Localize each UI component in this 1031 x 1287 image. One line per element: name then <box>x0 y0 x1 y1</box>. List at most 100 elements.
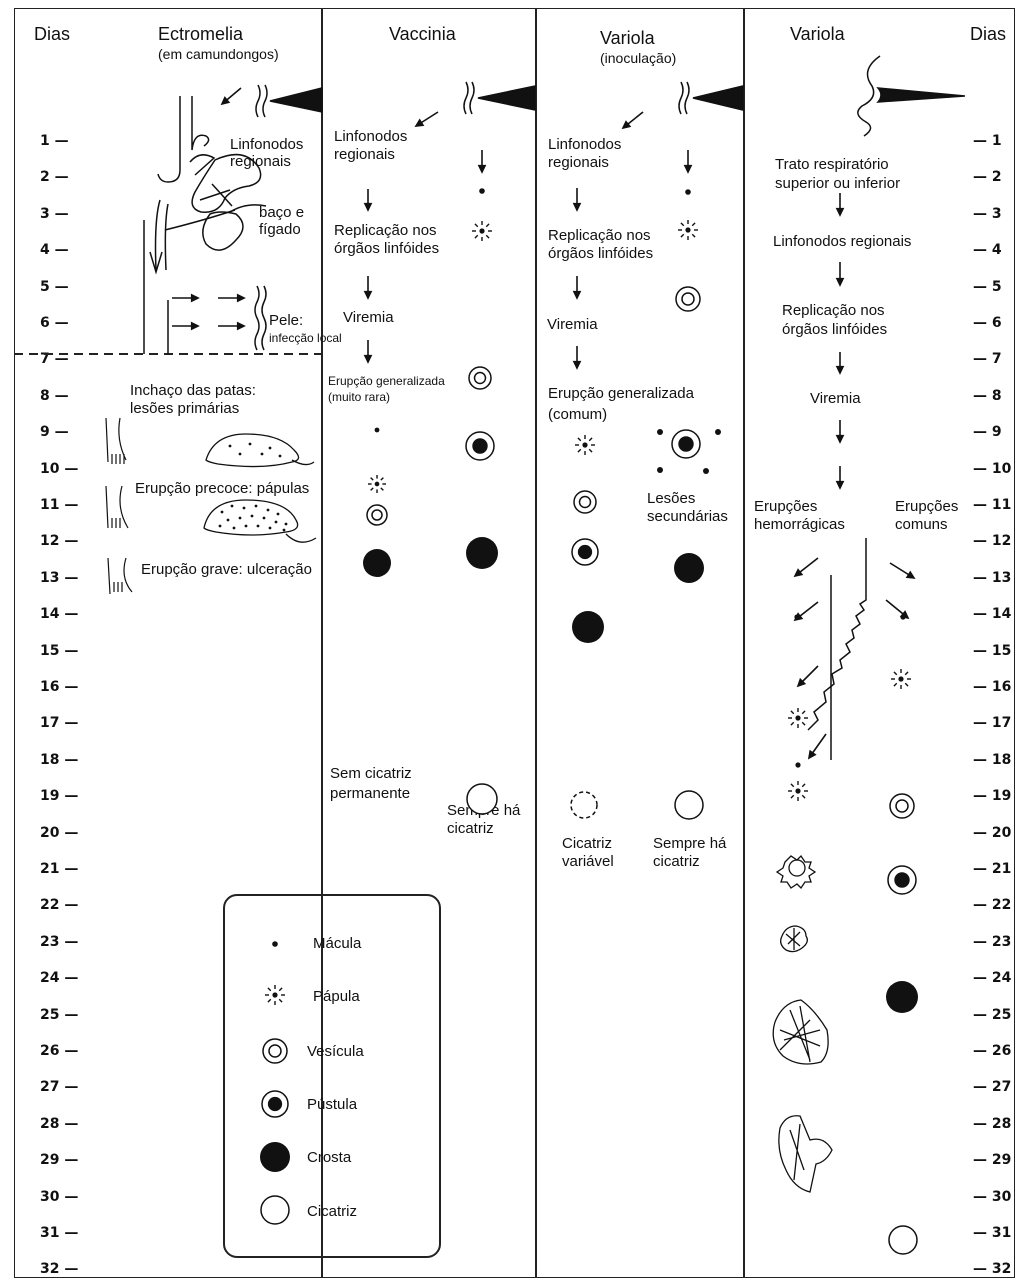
crosta-symbol <box>674 553 704 583</box>
papula-symbol <box>788 708 808 728</box>
cicatriz-symbol <box>261 1196 289 1224</box>
mouse-dot <box>229 445 232 448</box>
macula-symbol <box>900 614 905 619</box>
mouse-dot <box>285 523 288 526</box>
crosta-symbol <box>572 611 604 643</box>
mouse-dot <box>231 505 234 508</box>
mouse-dot <box>233 527 236 530</box>
vesicula-symbol <box>263 1039 287 1063</box>
papula-symbol <box>575 435 595 455</box>
mouse-dot <box>261 453 264 456</box>
mouse-dot <box>239 453 242 456</box>
arrow <box>218 323 244 329</box>
papula-symbol <box>368 475 386 493</box>
macula-symbol <box>657 467 663 473</box>
crosta-symbol <box>260 1142 290 1172</box>
arrow <box>837 352 843 373</box>
mouse-dot <box>263 517 266 520</box>
arrow <box>365 189 371 210</box>
pustula-symbol <box>466 432 494 460</box>
ectromelia-foot-sketch <box>106 418 132 594</box>
mouse-dot <box>275 521 278 524</box>
macula-symbol <box>795 762 800 767</box>
arrow <box>574 188 580 210</box>
cicatriz-symbol <box>675 791 703 819</box>
macula-symbol <box>657 429 663 435</box>
papula-symbol <box>472 221 492 241</box>
arrow <box>222 88 241 104</box>
mouse-dot <box>279 455 282 458</box>
mouse-dot <box>267 509 270 512</box>
vaccinia-inoculation-icon <box>256 85 322 117</box>
lesion-symbols <box>260 188 918 1254</box>
mouse-dot <box>219 525 222 528</box>
pustula-symbol <box>572 539 598 565</box>
arrow <box>416 112 438 126</box>
hemorrhagic-crust-sketch <box>773 856 832 1192</box>
arrow <box>623 112 643 128</box>
arrow <box>172 323 198 329</box>
papula-symbol <box>678 220 698 240</box>
respiratory-tract-icon <box>858 56 965 136</box>
mouse-dot <box>269 447 272 450</box>
papula-symbol <box>265 985 285 1005</box>
pustula-symbol <box>262 1091 288 1117</box>
macula-symbol <box>479 188 485 194</box>
arrow <box>837 262 843 285</box>
macula-symbol <box>794 614 799 619</box>
mouse-dot <box>283 529 286 532</box>
arrow <box>837 466 843 488</box>
arrow <box>890 563 914 578</box>
mouse-dot <box>239 517 242 520</box>
flow-arrows <box>172 88 914 758</box>
variola-hemorrhagic-line <box>808 538 866 760</box>
crosta-symbol <box>886 981 918 1013</box>
vaccinia-skin-icon <box>464 82 535 114</box>
arrow <box>365 276 371 298</box>
mouse-dot <box>257 525 260 528</box>
ectromelia-skin-lines <box>255 286 266 350</box>
mouse-dot <box>227 519 230 522</box>
mouse-dot <box>255 505 258 508</box>
crosta-symbol <box>466 537 498 569</box>
macula-symbol <box>375 428 380 433</box>
papula-symbol <box>788 781 808 801</box>
macula-symbol <box>715 429 721 435</box>
vesicula-symbol <box>890 794 914 818</box>
macula-symbol <box>272 941 278 947</box>
mouse-dot <box>249 443 252 446</box>
arrow <box>365 340 371 362</box>
arrow <box>479 150 485 172</box>
arrow <box>795 558 818 576</box>
mouse-dot <box>245 525 248 528</box>
vesicula-symbol <box>574 491 596 513</box>
cicatriz-symbol <box>571 792 597 818</box>
macula-symbol <box>685 189 691 195</box>
vesicula-symbol <box>469 367 491 389</box>
vesicula-symbol <box>367 505 387 525</box>
variola-inoc-skin-icon <box>679 82 743 114</box>
vesicula-symbol <box>676 287 700 311</box>
mouse-dot <box>243 507 246 510</box>
arrow <box>837 193 843 215</box>
arrow <box>574 346 580 368</box>
arrow <box>685 150 691 172</box>
arrow <box>809 734 826 758</box>
mouse-dot <box>277 513 280 516</box>
arrow <box>218 295 244 301</box>
arrow <box>574 276 580 298</box>
macula-symbol <box>703 468 709 474</box>
papula-symbol <box>891 669 911 689</box>
arrow <box>837 420 843 442</box>
pustula-symbol <box>888 866 916 894</box>
crosta-symbol <box>363 549 391 577</box>
mouse-dot <box>221 511 224 514</box>
arrow <box>798 666 818 686</box>
ectromelia-organ-sketch <box>144 96 266 354</box>
mouse-dot <box>269 527 272 530</box>
mouse-dot <box>251 515 254 518</box>
cicatriz-symbol <box>889 1226 917 1254</box>
arrow <box>172 295 198 301</box>
